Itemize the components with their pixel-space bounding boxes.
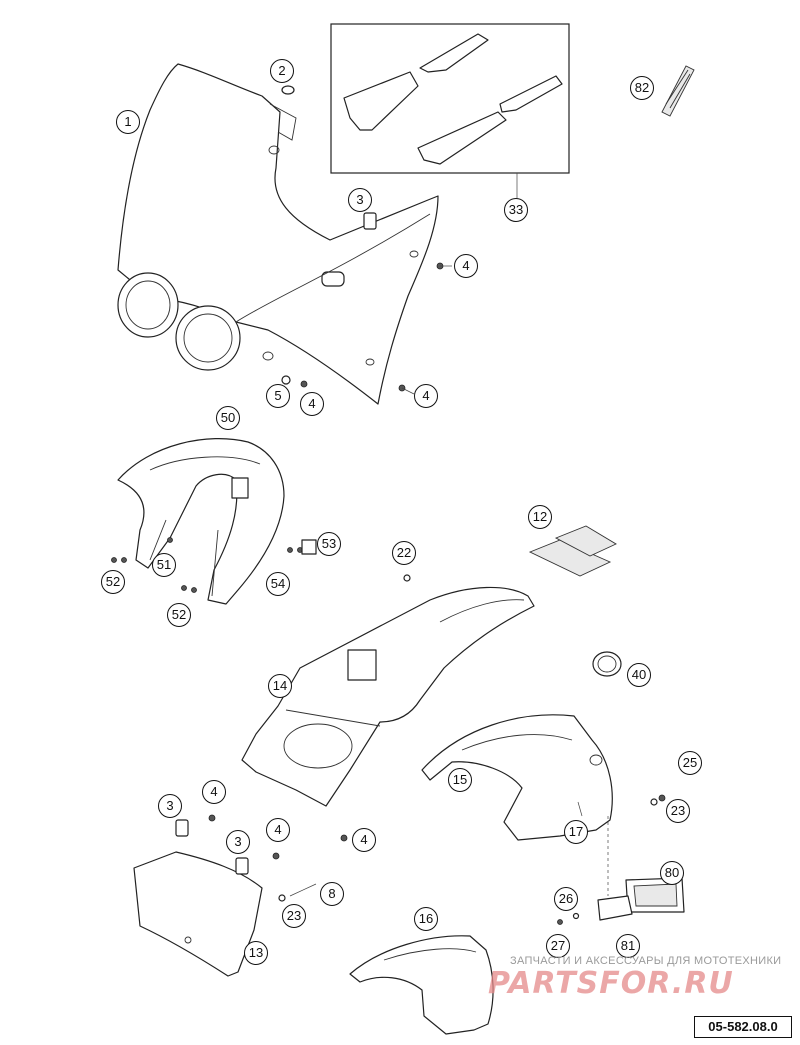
part-2-grommet (281, 85, 295, 95)
callout-5: 5 (266, 384, 290, 408)
rear-section (241, 586, 535, 807)
part-22-plug (403, 574, 411, 582)
callout-54: 54 (266, 572, 290, 596)
callout-12: 12 (528, 505, 552, 529)
part-12-pads (528, 525, 617, 577)
callout-53: 53 (317, 532, 341, 556)
callout-22: 22 (392, 541, 416, 565)
decal-kit-box (330, 23, 570, 198)
callout-8: 8 (320, 882, 344, 906)
callout-14: 14 (268, 674, 292, 698)
callout-13: 13 (244, 941, 268, 965)
callout-26: 26 (554, 887, 578, 911)
part-82-strip (661, 65, 695, 117)
rear-bolt (340, 834, 348, 842)
callout-33: 33 (504, 198, 528, 222)
lower-clips (175, 814, 317, 902)
callout-15: 15 (448, 768, 472, 792)
callout-3: 3 (348, 188, 372, 212)
front-fender (117, 438, 285, 605)
watermark-tagline: ЗАПЧАСТИ И АКСЕССУАРЫ ДЛЯ МОТОТЕХНИКИ (510, 955, 782, 967)
callout-25: 25 (678, 751, 702, 775)
callout-16: 16 (414, 907, 438, 931)
callout-50: 50 (216, 406, 240, 430)
callout-2: 2 (270, 59, 294, 83)
callout-3: 3 (158, 794, 182, 818)
lower-fender-16 (349, 935, 494, 1035)
callout-51: 51 (152, 553, 176, 577)
callout-17: 17 (564, 820, 588, 844)
callout-52: 52 (101, 570, 125, 594)
part-3-clip-top (363, 212, 377, 230)
callout-23: 23 (666, 799, 690, 823)
rear-fender-hardware (577, 794, 666, 817)
diagram-reference-code: 05-582.08.0 (694, 1016, 792, 1038)
callout-4: 4 (202, 780, 226, 804)
callout-4: 4 (414, 384, 438, 408)
callout-4: 4 (266, 818, 290, 842)
callout-52: 52 (167, 603, 191, 627)
callout-80: 80 (660, 861, 684, 885)
part-40-cap (592, 651, 622, 677)
headlight-fairing (117, 63, 439, 405)
callout-1: 1 (116, 110, 140, 134)
callout-40: 40 (627, 663, 651, 687)
callout-82: 82 (630, 76, 654, 100)
rear-fender (421, 714, 613, 841)
callout-3: 3 (226, 830, 250, 854)
callout-4: 4 (454, 254, 478, 278)
callout-4: 4 (352, 828, 376, 852)
callout-23: 23 (282, 904, 306, 928)
callout-27: 27 (546, 934, 570, 958)
watermark-brand: PARTSFOR.RU (488, 966, 734, 1001)
callout-4: 4 (300, 392, 324, 416)
callout-81: 81 (616, 934, 640, 958)
number-plate-13 (133, 851, 263, 977)
screw-set-top (281, 262, 452, 395)
fender-hardware (111, 537, 317, 593)
